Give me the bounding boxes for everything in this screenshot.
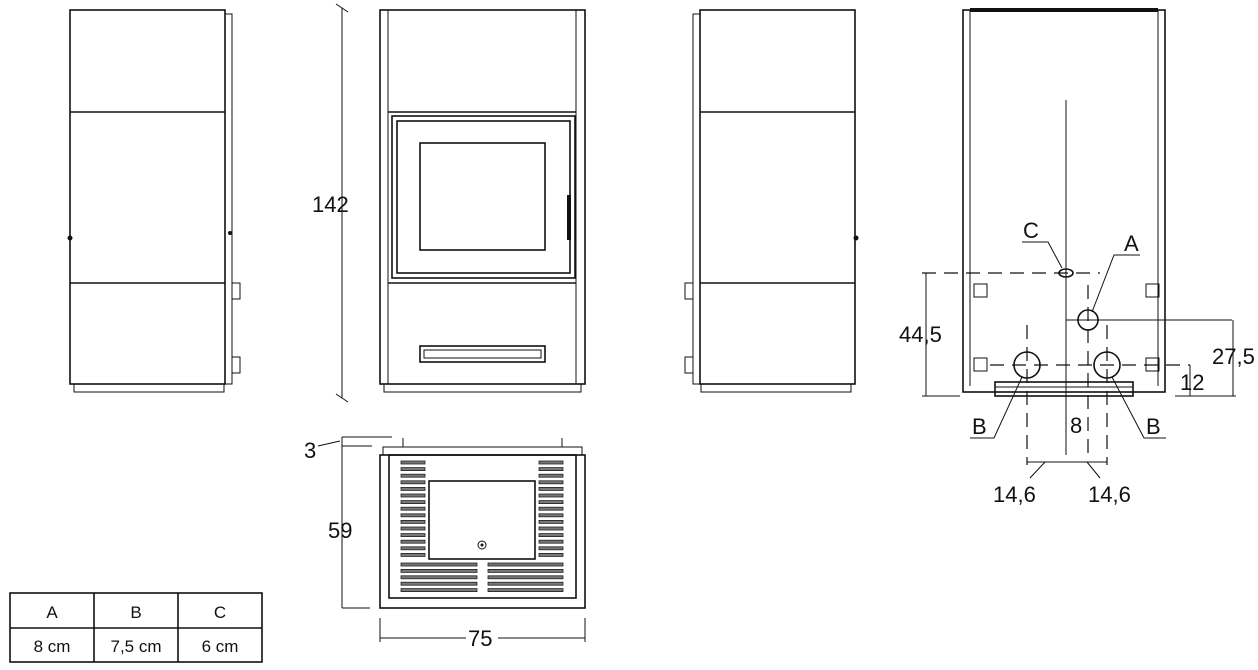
vent-slot (400, 480, 426, 485)
front-view: 142 (312, 3, 586, 403)
label-a: A (1124, 231, 1139, 256)
vent-slot (538, 480, 564, 485)
vent-slot (538, 500, 564, 505)
vent-slot (538, 539, 564, 544)
side-view-left (67, 9, 241, 393)
vent-slot (400, 581, 478, 586)
vent-slot (538, 506, 564, 511)
top-offset-dimension: 3 (304, 438, 316, 463)
label-b-left: B (972, 414, 987, 439)
connection-b-dimension: 12 (1180, 370, 1204, 395)
vent-slot (400, 526, 426, 531)
vent-slot (400, 575, 478, 580)
vent-slot (400, 562, 478, 567)
vent-slot (400, 493, 426, 498)
vent-slot (400, 520, 426, 524)
side-view-right (684, 9, 859, 393)
offset-a-dimension: 8 (1070, 413, 1082, 438)
vent-slot (538, 493, 564, 498)
back-height-dimension: 44,5 (899, 322, 942, 347)
vent-slot (400, 546, 426, 551)
vent-slot (400, 553, 426, 557)
vent-slot (538, 520, 564, 524)
vent-slot (400, 460, 426, 465)
vent-slot (538, 553, 564, 557)
depth-dimension: 59 (328, 518, 352, 543)
vent-slot (538, 526, 564, 531)
table-value-c: 6 cm (202, 637, 239, 656)
top-view: 3 59 75 (304, 436, 586, 651)
b-right-spacing-dimension: 14,6 (1088, 482, 1131, 507)
vent-slot (400, 539, 426, 544)
table-value-b: 7,5 cm (110, 637, 161, 656)
vent-slot (487, 569, 564, 573)
label-c: C (1023, 218, 1039, 243)
vent-slot (400, 500, 426, 505)
vent-slot (400, 569, 478, 573)
vent-slot (487, 562, 564, 567)
vent-slot (538, 473, 564, 478)
table-header-b: B (130, 603, 141, 622)
b-left-spacing-dimension: 14,6 (993, 482, 1036, 507)
vent-slot (400, 588, 478, 592)
label-b-right: B (1146, 414, 1161, 439)
height-dimension: 142 (312, 192, 349, 217)
vent-slot (538, 486, 564, 491)
vent-slot (400, 473, 426, 478)
back-view: 44,5 27,5 12 8 14,6 14,6 C A B B (899, 8, 1255, 507)
vent-slot (538, 467, 564, 472)
vent-slot (400, 506, 426, 511)
table-header-a: A (46, 603, 58, 622)
vent-slot (538, 533, 564, 537)
table-header-c: C (214, 603, 226, 622)
vent-slot (538, 460, 564, 465)
vent-slot (487, 581, 564, 586)
connection-diameter-table: A B C 8 cm 7,5 cm 6 cm (9, 592, 263, 663)
vent-slot (487, 588, 564, 592)
vent-slot (487, 575, 564, 580)
width-dimension: 75 (468, 626, 492, 651)
vent-slot (538, 546, 564, 551)
vent-slot (400, 513, 426, 518)
vent-slot (400, 467, 426, 472)
vent-slot (400, 486, 426, 491)
vent-slot (538, 513, 564, 518)
connection-a-dimension: 27,5 (1212, 344, 1255, 369)
table-value-a: 8 cm (34, 637, 71, 656)
vent-slot (400, 533, 426, 537)
